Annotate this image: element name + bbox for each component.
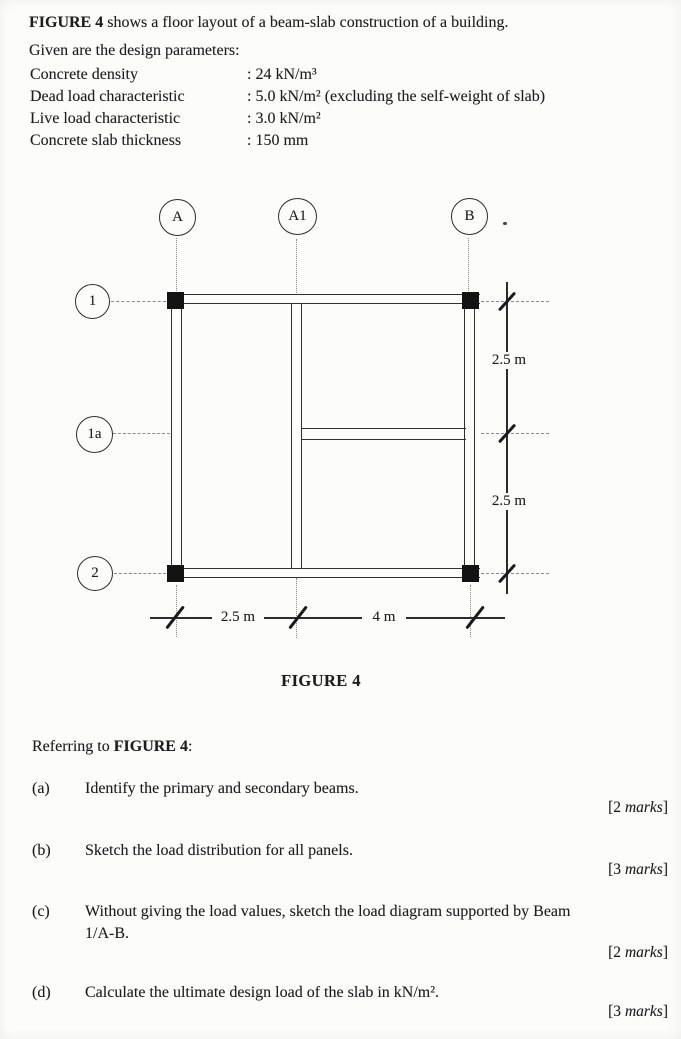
dimension-line-right (506, 282, 508, 594)
extension-line-1-right (481, 301, 549, 302)
marks-word: marks (624, 799, 663, 816)
question-a-id: (a) (32, 780, 50, 797)
referring-suffix: : (187, 738, 193, 755)
grid-bubble-2: 2 (77, 556, 113, 591)
intro-line: FIGURE 4 shows a floor layout of a beam-… (29, 12, 508, 34)
param-value-dead-load: : 5.0 kN/m² (excluding the self-weight o… (247, 88, 546, 105)
extension-line-B-bottom (470, 585, 471, 637)
dimension-line-bottom (150, 617, 505, 619)
grid-bubble-1a: 1a (76, 416, 113, 453)
question-c-id: (c) (32, 903, 50, 920)
marks-open: [3 (608, 1003, 625, 1020)
marks-word: marks (624, 944, 663, 961)
beam-line-1-top (167, 294, 480, 304)
beam-line-B-right (464, 294, 475, 578)
grid-bubble-A: A (159, 199, 196, 236)
marks-close: ] (662, 799, 668, 816)
param-label-concrete-density: Concrete density (30, 66, 138, 83)
grid-bubble-B: B (451, 198, 488, 235)
question-b-marks: [3 marks] (608, 861, 668, 879)
figure-caption: FIGURE 4 (281, 671, 361, 690)
referring-figure-ref: FIGURE 4 (113, 738, 188, 755)
param-value-slab-thickness: : 150 mm (247, 132, 309, 149)
leader-line-2 (114, 573, 166, 574)
beam-line-1a-internal (301, 428, 466, 440)
extension-line-2-right (481, 573, 549, 574)
param-label-slab-thickness: Concrete slab thickness (30, 132, 182, 149)
param-label-dead-load: Dead load characteristic (30, 88, 185, 105)
grid-bubble-A1: A1 (278, 198, 317, 235)
question-c-marks: [2 marks] (608, 944, 668, 962)
question-c-text-line2: 1/A-B. (85, 925, 129, 942)
leader-line-1 (111, 301, 166, 302)
question-b-text: Sketch the load distribution for all pan… (85, 842, 353, 859)
marks-word: marks (624, 861, 663, 878)
leader-line-B (468, 238, 469, 293)
question-d-id: (d) (32, 984, 51, 1001)
extension-line-1a-right (481, 433, 549, 434)
extension-line-A1-bottom (296, 578, 297, 638)
question-a-marks: [2 marks] (608, 799, 668, 817)
marks-open: [2 (608, 944, 625, 961)
beam-line-A1-internal (291, 303, 302, 569)
column-marker-B-grid1 (462, 292, 479, 309)
marks-open: [3 (608, 861, 625, 878)
dimension-label-right-upper: 2.5 m (484, 352, 534, 369)
question-b-id: (b) (32, 842, 51, 859)
marks-close: ] (662, 944, 668, 961)
beam-line-A-left (171, 294, 182, 578)
question-d-text: Calculate the ultimate design load of th… (85, 984, 440, 1001)
question-c-text-line1: Without giving the load values, sketch t… (85, 903, 571, 920)
marks-open: [2 (608, 799, 625, 816)
stray-dot (503, 222, 507, 225)
given-line: Given are the design parameters: (29, 42, 240, 59)
marks-close: ] (662, 861, 668, 878)
leader-line-A (176, 238, 177, 293)
param-label-live-load: Live load characteristic (30, 110, 181, 127)
dimension-label-bottom-right: 4 m (362, 609, 406, 626)
beam-line-2-bottom (167, 568, 480, 578)
marks-close: ] (662, 1003, 668, 1020)
column-marker-A1-grid1 (167, 292, 184, 309)
dimension-label-bottom-left: 2.5 m (212, 609, 264, 626)
referring-line: Referring to FIGURE 4: (32, 736, 192, 758)
question-a-text: Identify the primary and secondary beams… (85, 780, 359, 797)
param-value-concrete-density: : 24 kN/m³ (247, 66, 317, 83)
dimension-label-right-lower: 2.5 m (484, 493, 534, 510)
leader-line-A1 (296, 239, 297, 293)
marks-word: marks (624, 1003, 663, 1020)
leader-line-1a (113, 433, 170, 434)
column-marker-A-grid2 (167, 565, 184, 582)
question-d-marks: [3 marks] (608, 1003, 668, 1021)
param-value-live-load: : 3.0 kN/m² (247, 110, 321, 127)
intro-text: shows a floor layout of a beam-slab cons… (103, 14, 509, 31)
column-marker-B-grid2 (462, 565, 479, 582)
referring-prefix: Referring to (32, 738, 114, 755)
grid-bubble-1: 1 (75, 284, 110, 319)
intro-figure-ref: FIGURE 4 (29, 14, 104, 31)
